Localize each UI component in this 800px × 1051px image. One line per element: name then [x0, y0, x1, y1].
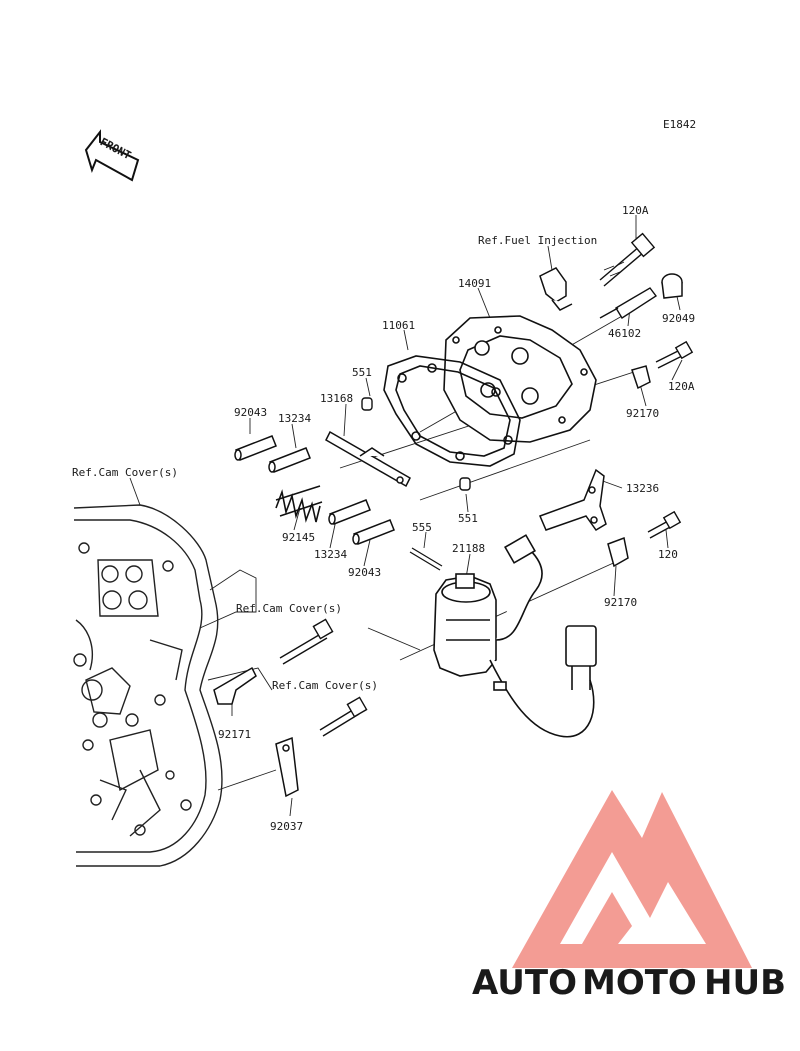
fuel-injection-bracket: [539, 267, 573, 311]
watermark-wordmark: AUTO MOTO HUB: [472, 963, 786, 1003]
spring-92145: [275, 485, 323, 523]
ref-fuel-injection: Ref.Fuel Injection: [478, 234, 597, 247]
pin-13234-upper: [268, 447, 311, 473]
callouts: Ref.Fuel Injection 120A 14091 92049 4610…: [72, 204, 695, 833]
label-120: 120: [658, 548, 678, 561]
watermark-auto: AUTO: [472, 963, 577, 1003]
label-92171: 92171: [218, 728, 251, 741]
label-14091: 14091: [458, 277, 491, 290]
label-92043-left: 92043: [234, 406, 267, 419]
label-92049: 92049: [662, 312, 695, 325]
label-92145: 92145: [282, 531, 315, 544]
label-551-lower: 551: [458, 512, 478, 525]
clip-92170-upper: [631, 365, 651, 390]
label-13234-upper: 13234: [278, 412, 311, 425]
label-21188: 21188: [452, 542, 485, 555]
dowel-551-lower: [459, 477, 471, 491]
label-551-upper: 551: [352, 366, 372, 379]
label-13168: 13168: [320, 392, 353, 405]
front-label: FRONT: [98, 135, 134, 162]
label-92037: 92037: [270, 820, 303, 833]
label-120A-top: 120A: [622, 204, 649, 217]
ref-cam-cover-3: Ref.Cam Cover(s): [272, 679, 378, 692]
clamp-92037: [275, 736, 299, 798]
front-arrow-icon: FRONT: [84, 129, 140, 182]
pin-13234-lower: [328, 499, 371, 525]
label-92043-lower: 92043: [348, 566, 381, 579]
label-555: 555: [412, 521, 432, 534]
clip-92171: [213, 666, 257, 705]
ref-cam-cover-1: Ref.Cam Cover(s): [72, 466, 178, 479]
bolt-120: [647, 510, 682, 539]
watermark-logo: [512, 790, 752, 968]
bolt-120A-right: [655, 340, 694, 369]
diagram-code: E1842: [663, 118, 696, 131]
label-92170-lower: 92170: [604, 596, 637, 609]
clip-92170-lower: [607, 536, 629, 568]
bracket-13236: [538, 468, 607, 531]
bolt-cam-cover-lower: [319, 696, 368, 737]
watermark-triangle-notch: [582, 892, 632, 944]
pin-92043-lower: [352, 519, 395, 545]
label-46102: 46102: [608, 327, 641, 340]
cam-cover-engine-outline: [73, 504, 223, 867]
pin-92043-left: [234, 435, 277, 461]
label-92170-upper: 92170: [626, 407, 659, 420]
label-13234-lower: 13234: [314, 548, 347, 561]
pin-555: [409, 547, 443, 571]
cap-92049: [661, 273, 683, 299]
ref-cam-cover-2: Ref.Cam Cover(s): [236, 602, 342, 615]
label-13236: 13236: [626, 482, 659, 495]
bolt-cam-cover-upper: [279, 618, 334, 665]
actuator-21188: [433, 534, 597, 738]
label-120A-right: 120A: [668, 380, 695, 393]
bolt-120A-top: [599, 232, 656, 287]
watermark-moto: MOTO: [582, 963, 697, 1003]
plate-13168: [325, 430, 411, 488]
dowel-551-upper: [361, 397, 373, 411]
cover-14091: [443, 315, 597, 443]
watermark-hub: HUB: [704, 963, 786, 1003]
label-11061: 11061: [382, 319, 415, 332]
gasket-11061: [383, 355, 521, 467]
sensor-46102: [599, 287, 658, 319]
